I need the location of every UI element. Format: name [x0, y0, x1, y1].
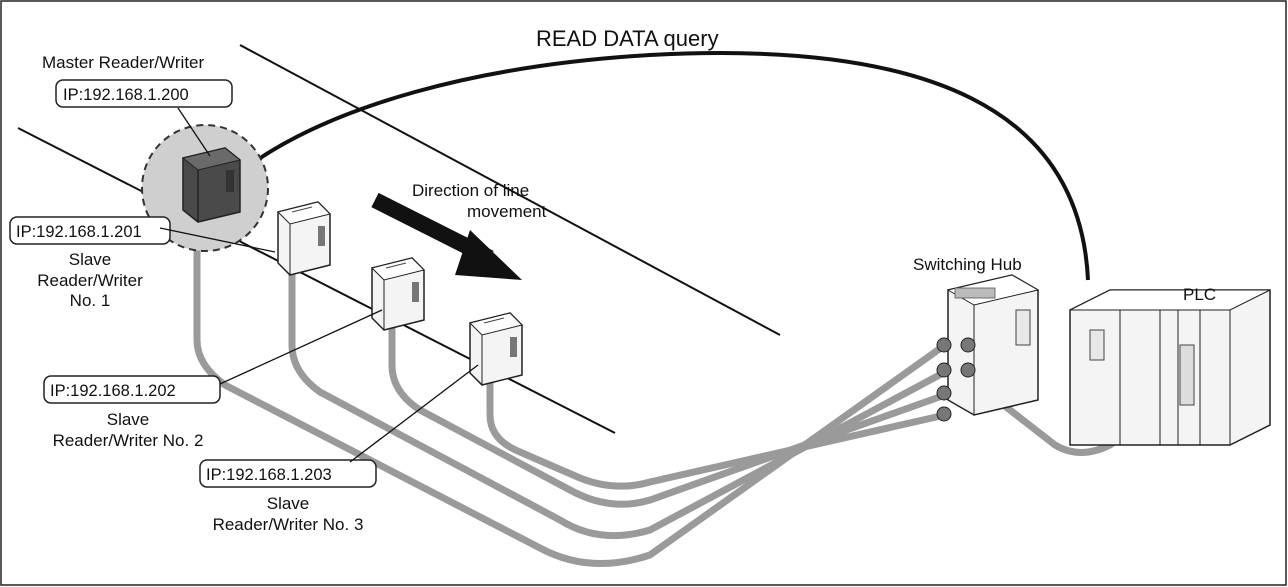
plc — [1069, 289, 1271, 446]
slave-1-line3: No. 1 — [70, 291, 111, 310]
slave-1-leader-line — [159, 227, 276, 253]
direction-label-line1: Direction of line — [412, 181, 529, 200]
direction-arrow-head — [455, 230, 522, 280]
slave-reader-writer-2 — [371, 257, 425, 331]
plc-label: PLC — [1183, 285, 1216, 304]
slave-1-line2: Reader/Writer — [37, 271, 143, 290]
slave-1-line1: Slave — [69, 250, 112, 269]
slave-3-ip: IP:192.168.1.203 — [206, 466, 332, 484]
cable-master — [193, 224, 949, 567]
conveyor-line-lower — [17, 127, 616, 434]
conveyor-line-upper — [239, 44, 781, 336]
slave-1-ip: IP:192.168.1.201 — [16, 223, 142, 241]
slave-2-ip-box — [43, 375, 221, 404]
hub-label: Switching Hub — [913, 255, 1022, 274]
query-title: READ DATA query — [536, 26, 719, 51]
slave-2-line1: Slave — [107, 410, 150, 429]
slave-3-ip-box — [199, 459, 377, 488]
direction-label-line2: movement — [467, 202, 547, 221]
master-ip-box — [55, 79, 233, 108]
switching-hub — [936, 274, 1040, 422]
slave-reader-writer-1 — [277, 201, 331, 276]
slave-3-leader-line — [349, 364, 479, 463]
slave-2-ip: IP:192.168.1.202 — [50, 382, 176, 400]
slave-reader-writer-3 — [469, 312, 523, 386]
master-leader-line — [177, 107, 211, 157]
slave-2-leader-line — [219, 309, 383, 385]
cable-slave-1 — [288, 261, 949, 540]
cable-slave-2 — [388, 306, 949, 508]
cable-slave-3 — [486, 371, 949, 490]
ethernet-cables — [193, 224, 1164, 567]
slave-2-line2: Reader/Writer No. 2 — [53, 431, 204, 450]
master-ip: IP:192.168.1.200 — [63, 86, 189, 104]
master-label: Master Reader/Writer — [42, 53, 205, 72]
slave-3-line2: Reader/Writer No. 3 — [213, 515, 364, 534]
master-reader-writer — [181, 147, 242, 223]
read-data-query-arrow — [241, 51, 1090, 281]
slave-3-line1: Slave — [267, 494, 310, 513]
